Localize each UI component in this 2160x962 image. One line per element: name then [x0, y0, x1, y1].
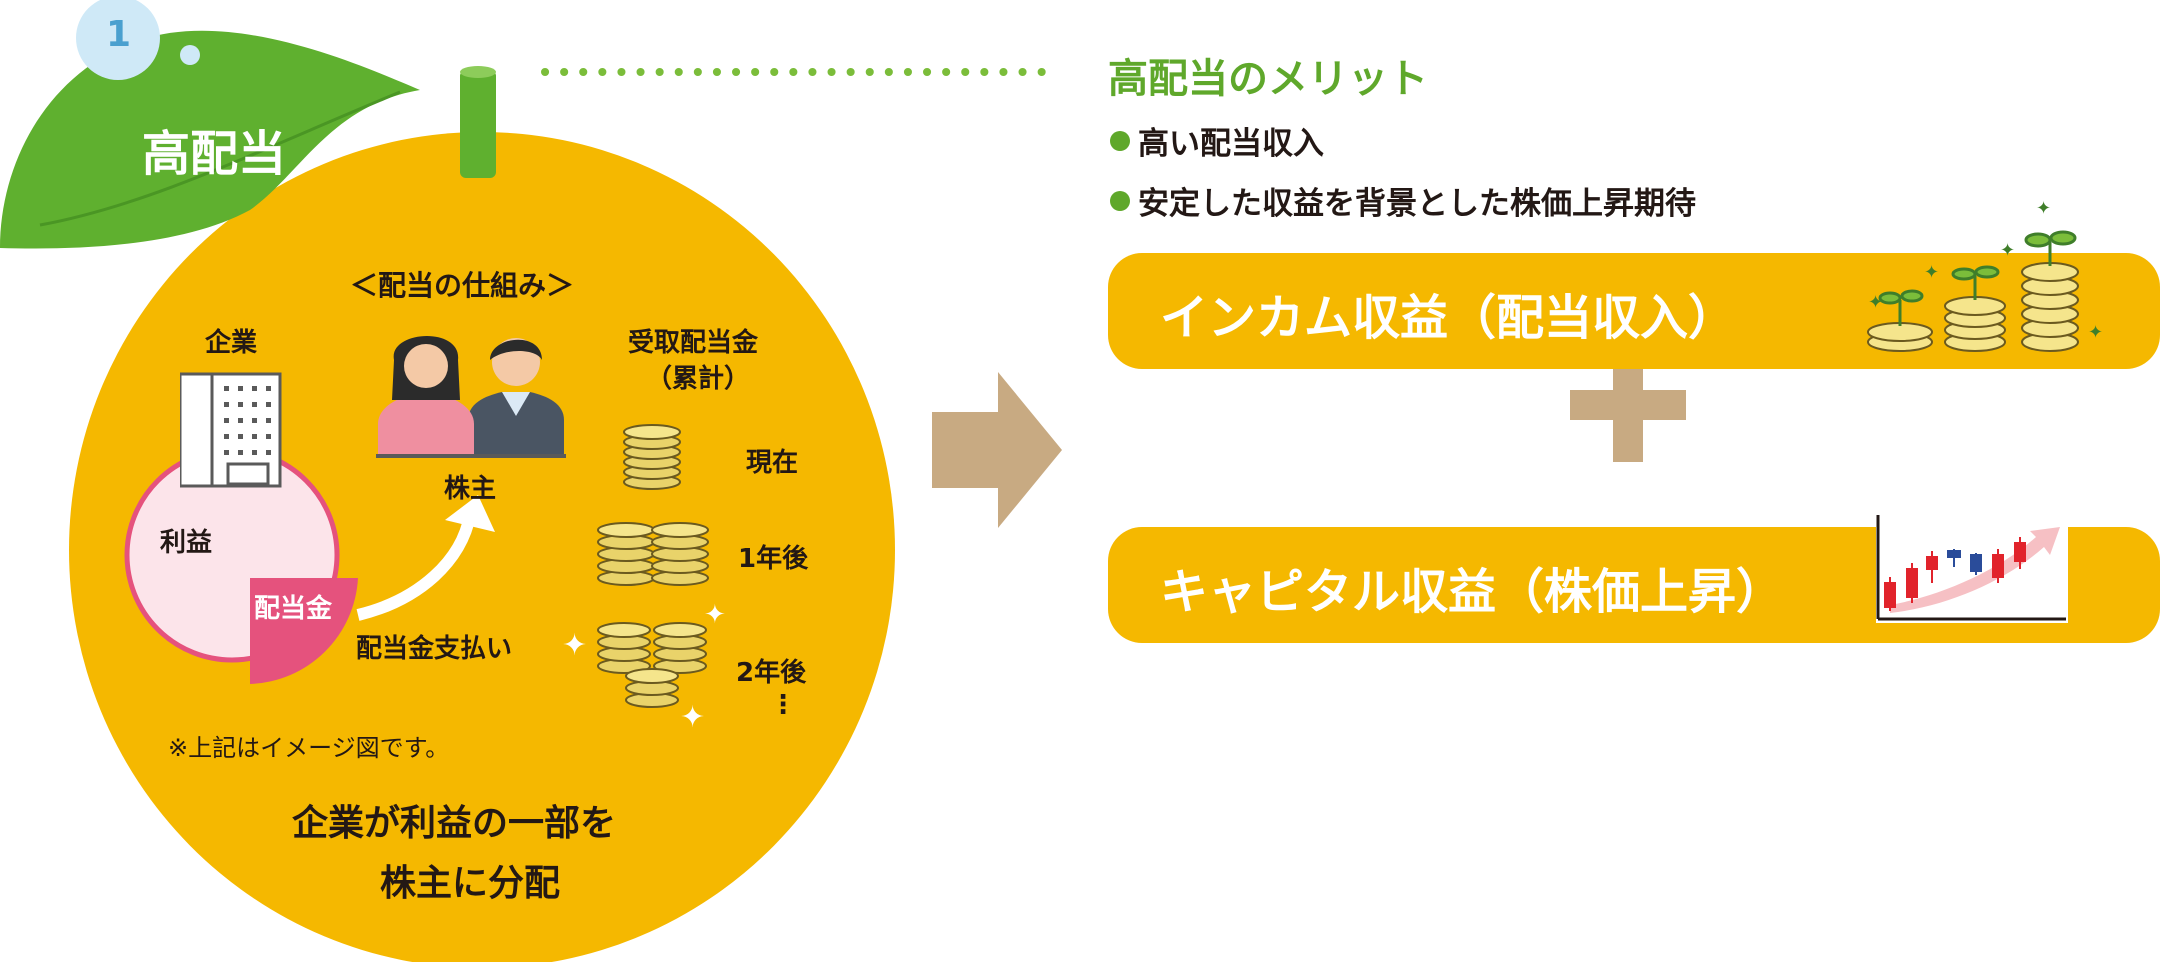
dividend-label: 配当金	[254, 594, 333, 624]
svg-text:✦: ✦	[1924, 262, 1939, 283]
sparkle-icon: ✦	[562, 628, 588, 663]
note-text: ※上記はイメージ図です。	[168, 734, 450, 762]
merit-item: 高い配当収入	[1110, 118, 1324, 163]
merits-title: 高配当のメリット	[1108, 56, 1428, 102]
office-building-icon	[180, 372, 282, 488]
bullet-icon	[1110, 130, 1130, 151]
number-badge-icon	[76, 0, 160, 80]
payment-label: 配当金支払い	[356, 634, 513, 664]
svg-text:✦: ✦	[2088, 322, 2103, 343]
svg-text:✦: ✦	[1868, 292, 1883, 313]
candlestick-chart-icon	[1876, 513, 2068, 623]
summary-line1: 企業が利益の一部を	[292, 803, 617, 844]
shareholders-icon	[376, 335, 566, 458]
leaf-shape	[0, 30, 420, 249]
time-2y-label: 2年後	[736, 658, 807, 688]
mechanism-heading: ＜配当の仕組み＞	[350, 269, 575, 302]
received-label-line2: （累計）	[646, 364, 751, 394]
capital-pill-label: キャピタル収益（株価上昇）	[1160, 564, 1785, 620]
sparkle-icon: ✦	[704, 600, 726, 630]
income-pill-label: インカム収益（配当収入）	[1160, 290, 1737, 346]
coin-stack-icon	[597, 522, 709, 586]
time-now-label: 現在	[746, 448, 799, 478]
leaf-title: 高配当	[142, 126, 287, 182]
right-arrow-icon	[932, 372, 1062, 528]
sparkle-icon: ✦	[680, 700, 706, 735]
svg-text:✦: ✦	[2036, 198, 2051, 219]
profit-pie-chart	[124, 447, 358, 684]
orange-fruit	[69, 132, 895, 962]
time-1y-label: 1年後	[738, 544, 809, 574]
profit-label: 利益	[160, 528, 213, 558]
stem	[460, 70, 496, 178]
bullet-icon	[1110, 190, 1130, 211]
badge-number: 1	[106, 14, 132, 55]
merit-item-text: 安定した収益を背景とした株価上昇期待	[1138, 186, 1696, 222]
shareholder-label: 株主	[444, 474, 497, 504]
ellipsis-label: ⋮	[770, 690, 796, 720]
merit-item: 安定した収益を背景とした株価上昇期待	[1110, 178, 1696, 223]
received-label-line1: 受取配当金	[628, 328, 759, 358]
svg-text:✦: ✦	[2000, 240, 2015, 261]
payment-arrow-icon	[356, 513, 476, 621]
merit-item-text: 高い配当収入	[1138, 126, 1324, 162]
sprouting-coins-icon: ✦ ✦ ✦ ✦ ✦	[1867, 198, 2103, 352]
summary-line2: 株主に分配	[380, 863, 561, 904]
company-label: 企業	[205, 328, 258, 358]
coin-stack-icon	[597, 622, 707, 708]
coin-stack-icon	[623, 424, 681, 490]
